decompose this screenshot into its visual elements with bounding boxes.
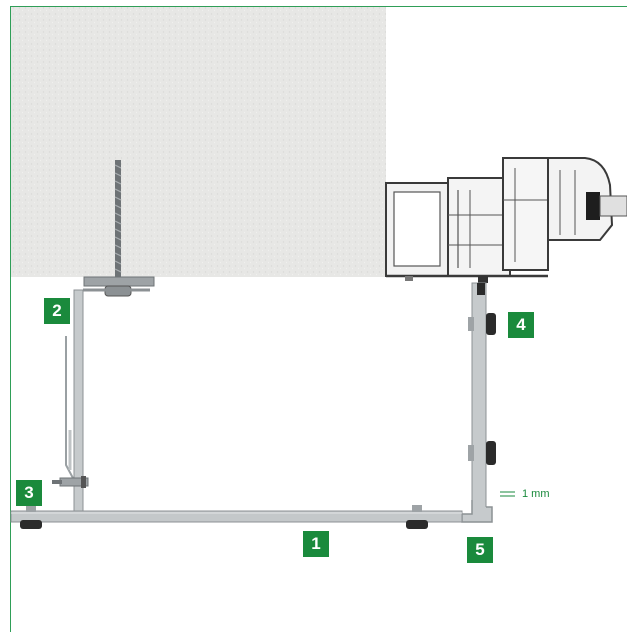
- marker-4: 4: [508, 312, 534, 338]
- marker-3: 3: [16, 480, 42, 506]
- window-profile: [385, 157, 627, 283]
- wall-block: [11, 7, 386, 277]
- right-vertical-profile: [461, 282, 496, 523]
- gap-indicator: [500, 491, 515, 497]
- marker-5: 5: [467, 537, 493, 563]
- marker-1: 1: [303, 531, 329, 557]
- marker-2: 2: [44, 298, 70, 324]
- base-profile: [10, 505, 463, 529]
- gap-label: 1 mm: [522, 488, 550, 500]
